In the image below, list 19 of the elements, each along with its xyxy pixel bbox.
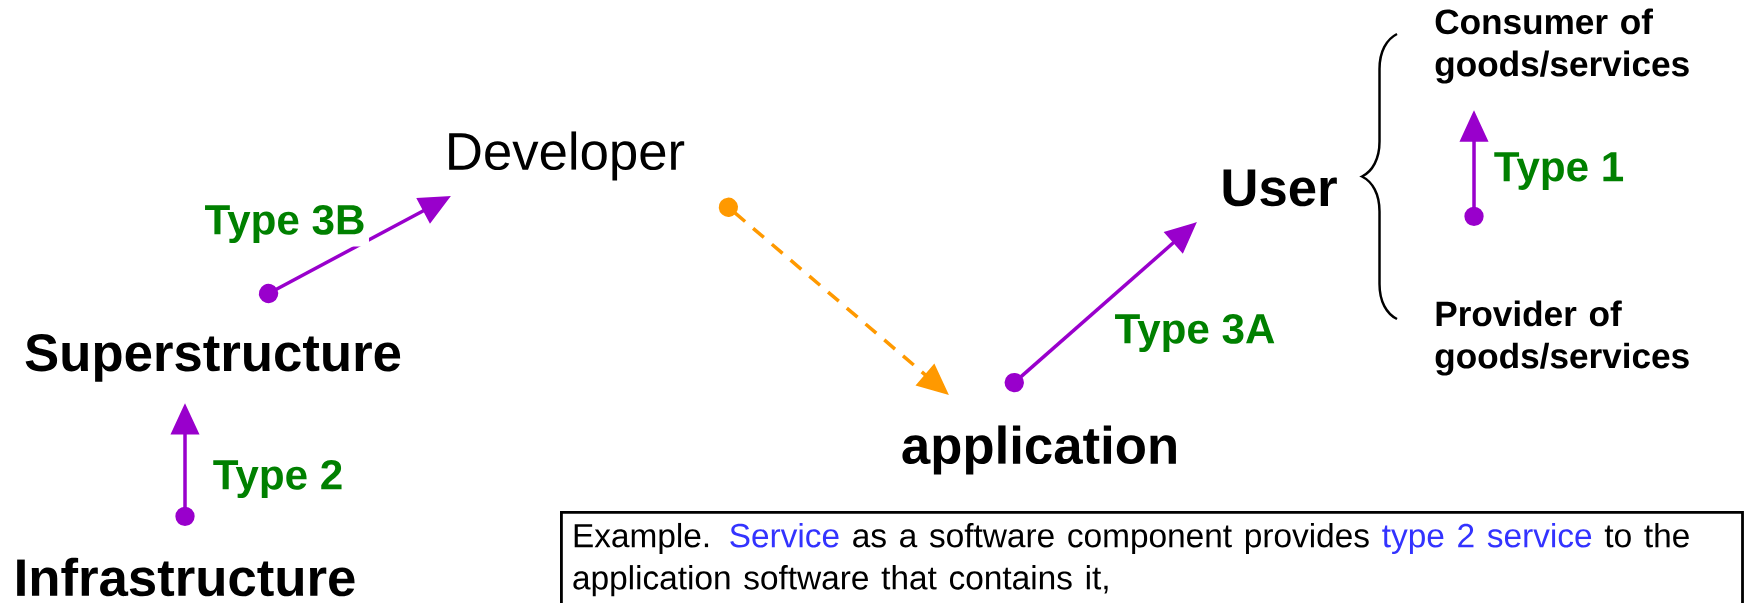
edge-label: Type 3B (201, 201, 369, 247)
title-text: Superstructure (25, 334, 401, 382)
node-label: as a software component provides (853, 522, 1369, 555)
node-label: to the (1604, 522, 1689, 548)
role-text: Provider of goods/services (1435, 300, 1689, 376)
node-label: Example. (574, 522, 709, 555)
node-label: application software that contains it, (573, 565, 1108, 597)
title-text: Developer (449, 131, 685, 181)
example-box (560, 511, 1744, 603)
edge-label: Type 3A (1111, 310, 1279, 356)
role-text: Consumer of goods/services (1435, 8, 1689, 84)
title-text: application (902, 425, 1176, 475)
node-label: type 2 service (1382, 522, 1592, 555)
title-text: User (1223, 169, 1337, 207)
title-text: Infrastructure (17, 557, 355, 597)
node-label: Service (730, 522, 839, 548)
edge-label: Type 2 (209, 456, 347, 502)
edge-label: Type 1 (1490, 148, 1628, 194)
example-text: Example. Service as a software component provides type 2 service to the application software that contains it, (573, 522, 1689, 597)
